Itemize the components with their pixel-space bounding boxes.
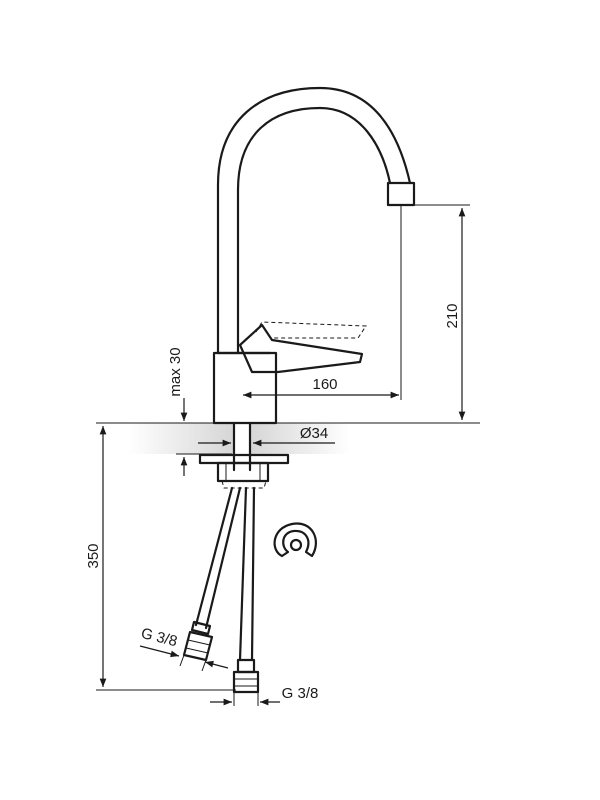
dim-hose-thread-left-label: G 3/8 (139, 625, 179, 650)
dim-spout-reach: 160 (243, 205, 402, 400)
mounting-shank (198, 421, 290, 489)
aerator (386, 181, 416, 207)
mounting-nut (216, 461, 270, 483)
dim-max-deck-thickness: max 30 (167, 347, 232, 476)
mixer-body (212, 351, 278, 425)
hose-fitting-right (232, 658, 260, 694)
lever-handle (238, 321, 367, 374)
dim-spout-height: 210 (380, 204, 470, 424)
mounting-plate (198, 453, 290, 465)
dim-hose-length-label: 350 (85, 543, 102, 568)
dim-hose-thread-right-label: G 3/8 (282, 685, 319, 702)
dim-spout-reach-label: 160 (312, 376, 337, 393)
hose-fitting-left (182, 620, 214, 662)
dim-hole-diameter: Ø34 (198, 425, 335, 447)
dim-hose-length: 350 (85, 422, 236, 691)
horseshoe-clip-icon (273, 522, 318, 558)
dim-max-deck-thickness-label: max 30 (167, 347, 184, 396)
dim-hose-thread-left: G 3/8 (139, 625, 229, 672)
dim-hose-thread-right: G 3/8 (210, 685, 318, 706)
countertop-section (122, 422, 480, 454)
dim-hole-diameter-label: Ø34 (300, 425, 328, 442)
faucet-body (212, 86, 416, 425)
supply-hoses (182, 486, 260, 694)
dim-spout-height-label: 210 (444, 303, 461, 328)
